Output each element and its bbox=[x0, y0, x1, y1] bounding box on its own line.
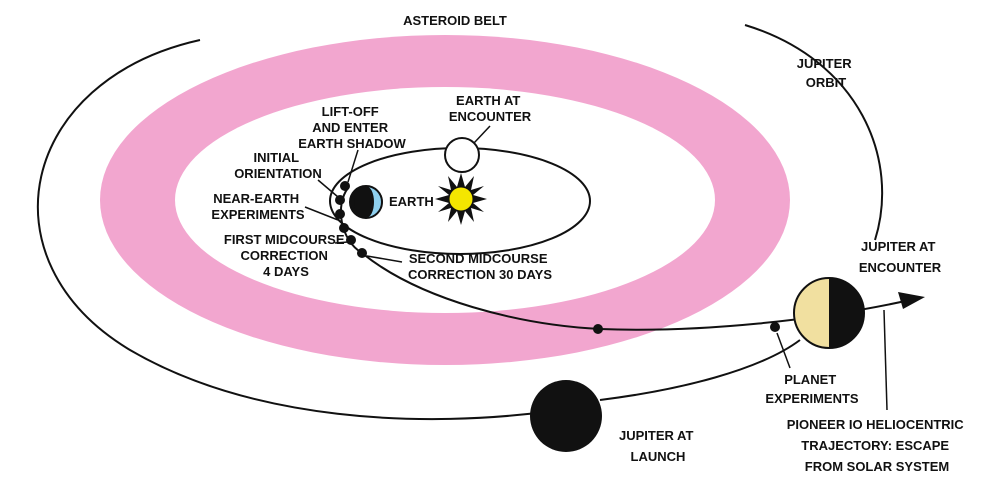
label-pioneer-trajectory: PIONEER IO HELIOCENTRIC TRAJECTORY: ESCA… bbox=[787, 417, 968, 474]
earth-icon bbox=[349, 185, 383, 219]
sun-icon bbox=[435, 173, 487, 225]
trajectory-arrowhead-icon bbox=[898, 292, 925, 309]
dot-second-midcourse bbox=[357, 248, 367, 258]
dot-first-midcourse bbox=[346, 235, 356, 245]
dot-mid-trajectory bbox=[593, 324, 603, 334]
label-near-earth: NEAR-EARTH EXPERIMENTS bbox=[211, 191, 305, 222]
leader-pioneer-trajectory bbox=[883, 309, 888, 411]
leader-initial-orientation bbox=[317, 179, 339, 198]
leader-second-midcourse bbox=[366, 255, 403, 263]
label-initial-orientation: INITIAL ORIENTATION bbox=[234, 150, 322, 181]
leader-near-earth bbox=[304, 206, 339, 221]
jupiter-at-launch-icon bbox=[530, 380, 602, 452]
leader-earth-encounter bbox=[473, 125, 491, 144]
leader-liftoff bbox=[347, 149, 359, 183]
jupiter-orbit-right-arc bbox=[744, 24, 884, 241]
leader-first-midcourse bbox=[334, 241, 349, 244]
label-liftoff: LIFT-OFF AND ENTER EARTH SHADOW bbox=[298, 104, 406, 151]
label-earth: EARTH bbox=[389, 194, 434, 209]
earth-at-encounter-icon bbox=[444, 137, 480, 173]
label-planet-experiments: PLANET EXPERIMENTS bbox=[765, 372, 859, 406]
dot-near-earth-2 bbox=[339, 223, 349, 233]
dot-liftoff bbox=[340, 181, 350, 191]
label-asteroid-belt: ASTEROID BELT bbox=[403, 13, 507, 28]
label-jupiter-at-encounter: JUPITER AT ENCOUNTER bbox=[859, 239, 942, 275]
label-second-midcourse: SECOND MIDCOURSE CORRECTION 30 DAYS bbox=[408, 251, 552, 282]
label-first-midcourse: FIRST MIDCOURSE CORRECTION 4 DAYS bbox=[224, 232, 348, 279]
label-jupiter-at-launch: JUPITER AT LAUNCH bbox=[619, 428, 697, 464]
jupiter-orbit-left-arc bbox=[36, 39, 561, 421]
label-earth-at-encounter: EARTH AT ENCOUNTER bbox=[449, 93, 532, 124]
label-jupiter-orbit: JUPITER ORBIT bbox=[797, 56, 856, 90]
leader-planet-experiments bbox=[776, 332, 791, 369]
dot-planet-experiments bbox=[770, 322, 780, 332]
dot-near-earth-1 bbox=[335, 209, 345, 219]
jupiter-at-encounter-icon bbox=[793, 277, 865, 349]
